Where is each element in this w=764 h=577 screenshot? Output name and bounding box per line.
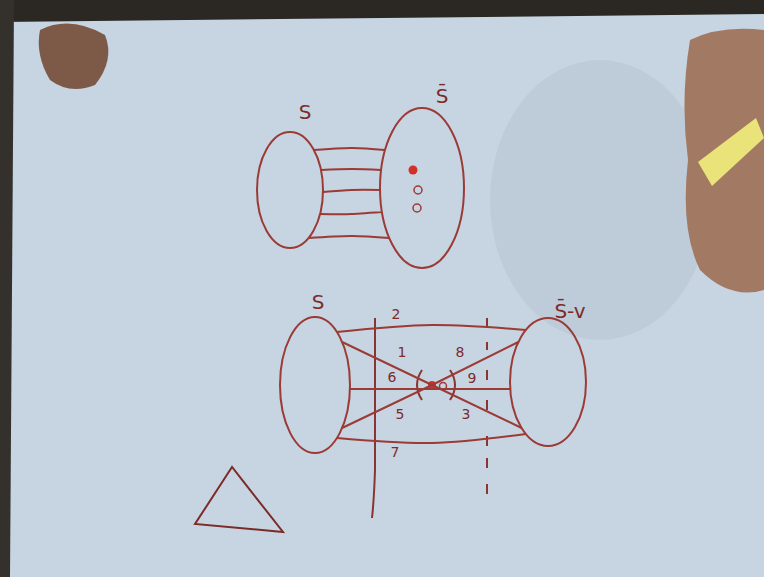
crossing-edge bbox=[350, 388, 510, 390]
dash bbox=[486, 400, 488, 410]
dash bbox=[486, 458, 488, 468]
hollow-dot bbox=[414, 186, 422, 194]
crossing-edge bbox=[314, 148, 385, 150]
crossing-edge bbox=[342, 342, 518, 428]
dash bbox=[486, 342, 488, 350]
callout-number: 1 bbox=[398, 345, 407, 359]
crossing-edge bbox=[337, 434, 526, 443]
hand-shadow bbox=[490, 60, 710, 340]
red-dot bbox=[409, 166, 418, 175]
crossing-edge bbox=[320, 212, 382, 214]
cut-line bbox=[372, 318, 375, 518]
oval-outline bbox=[250, 95, 330, 252]
oval-outline bbox=[376, 82, 470, 272]
set-oval: S bbox=[250, 95, 330, 252]
highlighter-pen bbox=[698, 118, 764, 186]
left-hand bbox=[39, 24, 109, 89]
triangle-sketch bbox=[195, 467, 283, 532]
hollow-dot bbox=[413, 204, 421, 212]
set-ellipse bbox=[257, 132, 323, 248]
set-oval: S̄ bbox=[376, 82, 470, 272]
dashed-line bbox=[486, 318, 488, 494]
callout-number: 7 bbox=[391, 445, 400, 459]
table-edge bbox=[0, 0, 764, 22]
oval-outline bbox=[276, 288, 356, 457]
callout-number: 5 bbox=[396, 407, 405, 421]
callout-number: 6 bbox=[388, 370, 397, 384]
dash bbox=[486, 436, 488, 446]
set-label: S̄-v bbox=[554, 301, 585, 321]
right-hand bbox=[684, 29, 764, 293]
set-ellipse bbox=[510, 318, 586, 446]
set-ellipse bbox=[280, 317, 350, 453]
set-label: S̄ bbox=[436, 86, 449, 106]
dash bbox=[486, 370, 488, 380]
crossing-edge bbox=[321, 169, 381, 170]
set-label: S bbox=[299, 102, 312, 122]
set-label: S bbox=[312, 292, 325, 312]
crossing-edge bbox=[342, 342, 521, 428]
callout-number: 2 bbox=[392, 307, 401, 321]
crossing-edge bbox=[337, 325, 526, 332]
dash bbox=[486, 484, 488, 494]
set-oval: S̄-v bbox=[506, 298, 600, 450]
callout-number: 3 bbox=[462, 407, 471, 421]
bracket bbox=[417, 370, 422, 400]
crossing-edge bbox=[309, 236, 390, 238]
table-edge bbox=[0, 0, 14, 577]
callout-number: 8 bbox=[456, 345, 465, 359]
oval-outline bbox=[506, 298, 600, 450]
set-ellipse bbox=[380, 108, 464, 268]
crossing-edge bbox=[323, 190, 380, 192]
set-oval: S bbox=[276, 288, 356, 457]
callout-number: 9 bbox=[468, 371, 477, 385]
